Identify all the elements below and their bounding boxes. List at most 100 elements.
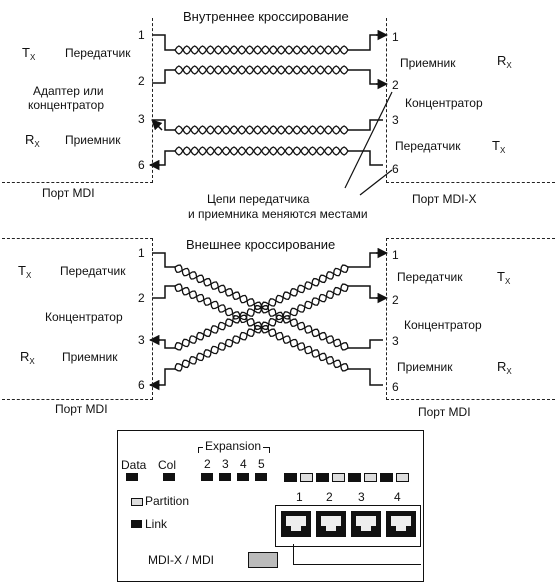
col-led-label: Col [158, 458, 177, 472]
expansion-number-3: 3 [222, 457, 229, 471]
bottom-right-rx-label: Приемник [397, 360, 453, 374]
bottom-left-rx-label: Приемник [62, 350, 118, 364]
port-number-3: 3 [358, 490, 365, 504]
top-right-rx-label: Приемник [400, 56, 456, 70]
top-right-tx-label: Передатчик [395, 139, 461, 153]
expansion-number-4: 4 [240, 457, 247, 471]
top-left-port: Порт MDI [42, 186, 95, 200]
top-left-device-line2: концентратор [28, 98, 105, 112]
col-led [163, 473, 175, 481]
top-left-device-box [2, 18, 153, 183]
partition-led [300, 473, 313, 482]
rj45-socket-tab [326, 526, 336, 531]
link-legend-label: Link [145, 517, 168, 531]
top-right-port: Порт MDI-X [412, 192, 477, 206]
top-pair-1-strand [174, 45, 349, 55]
top-left-pin-2: 2 [138, 74, 145, 88]
top-left-tx-symbol: TX [22, 45, 36, 63]
top-right-tx-symbol: TX [492, 138, 506, 156]
bottom-arrows [148, 247, 389, 391]
rj45-socket-opening [391, 516, 411, 526]
top-pair-6-strand [174, 146, 349, 156]
top-right-pin-1: 1 [392, 30, 399, 44]
rj45-socket-tab [396, 526, 406, 531]
bottom-left-pin-6: 6 [138, 378, 145, 392]
bottom-right-tx-symbol: TX [497, 269, 511, 287]
bottom-left-pin-stubs [150, 252, 175, 386]
bottom-right-pin-1: 1 [392, 248, 399, 262]
bottom-right-device: Концентратор [404, 318, 482, 332]
bottom-right-pin-6: 6 [392, 380, 399, 394]
bottom-right-port: Порт MDI [418, 405, 471, 419]
bottom-right-pin-stubs [348, 252, 383, 386]
partition-led [364, 473, 377, 482]
top-left-rx-symbol: RX [25, 132, 40, 150]
link-led [284, 473, 297, 482]
bottom-left-pin-1: 1 [138, 246, 145, 260]
rj45-port-3[interactable] [351, 511, 381, 537]
mdi-bracket-bottom [293, 564, 421, 565]
top-right-device-box [386, 18, 555, 183]
expansion-led-2 [201, 473, 213, 481]
mdi-bracket-left [293, 544, 294, 564]
link-legend-led [131, 520, 142, 528]
rj45-socket-opening [286, 516, 306, 526]
top-left-pin-3: 3 [138, 112, 145, 126]
top-pair-3-strand [174, 125, 349, 135]
expansion-led-3 [219, 473, 231, 481]
bottom-right-tx-label: Передатчик [397, 270, 463, 284]
bottom-left-tx-symbol: TX [18, 263, 32, 281]
rj45-port-4[interactable] [386, 511, 416, 537]
bottom-left-rx-symbol: RX [20, 349, 35, 367]
port-number-1: 1 [296, 490, 303, 504]
top-arrows [148, 29, 389, 171]
bottom-cross-3-to-1 [174, 264, 349, 351]
partition-led [332, 473, 345, 482]
top-left-rx-label: Приемник [65, 133, 121, 147]
expansion-led-5 [255, 473, 267, 481]
bottom-left-device: Концентратор [45, 310, 123, 324]
top-left-pin-stubs [150, 34, 175, 166]
top-right-rx-symbol: RX [497, 53, 512, 71]
mdi-x-mdi-switch[interactable] [248, 552, 278, 568]
port-group-frame [275, 505, 421, 547]
bottom-left-device-box [2, 238, 153, 400]
expansion-number-5: 5 [258, 457, 265, 471]
top-left-pin-6: 6 [138, 158, 145, 172]
bottom-right-pin-3: 3 [392, 334, 399, 348]
rj45-socket-opening [321, 516, 341, 526]
bottom-left-port: Порт MDI [55, 402, 108, 416]
partition-led [396, 473, 409, 482]
bottom-left-pin-2: 2 [138, 291, 145, 305]
top-left-tx-label: Передатчик [65, 46, 131, 60]
rj45-socket-opening [356, 516, 376, 526]
bottom-left-pin-3: 3 [138, 333, 145, 347]
link-led [348, 473, 361, 482]
top-right-pin-3: 3 [392, 113, 399, 127]
top-left-device-line1: Адаптер или [33, 84, 104, 98]
data-led-label: Data [121, 458, 147, 472]
rj45-socket-tab [291, 526, 301, 531]
bottom-title: Внешнее кроссирование [186, 237, 336, 252]
bottom-cross-6-to-2 [174, 283, 349, 372]
hub-front-panel: Data Col Expansion 2 3 4 5 Partition Lin… [117, 430, 424, 582]
expansion-led-4 [237, 473, 249, 481]
swap-note-line1: Цепи передатчика [207, 192, 310, 206]
link-led [316, 473, 329, 482]
link-led [380, 473, 393, 482]
bottom-right-device-box [386, 238, 555, 400]
expansion-label: Expansion [203, 439, 264, 453]
top-right-pin-6: 6 [392, 162, 399, 176]
rj45-port-1[interactable] [281, 511, 311, 537]
expansion-number-2: 2 [204, 457, 211, 471]
bottom-right-rx-symbol: RX [497, 359, 512, 377]
partition-legend-label: Partition [145, 494, 190, 508]
mdi-switch-label: MDI-X / MDI [148, 553, 214, 567]
top-title: Внутреннее кроссирование [183, 9, 349, 24]
partition-legend-led [131, 498, 143, 506]
rj45-port-2[interactable] [316, 511, 346, 537]
rj45-socket-tab [361, 526, 371, 531]
data-led [126, 473, 138, 481]
